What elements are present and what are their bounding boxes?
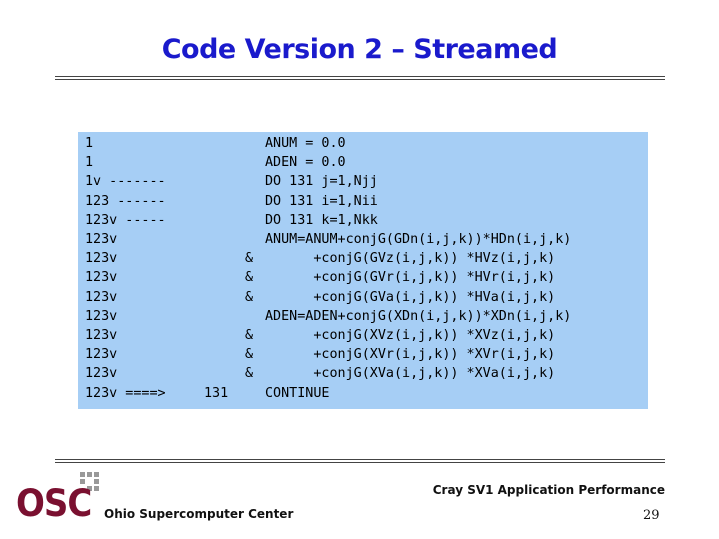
code-line-label: 123v xyxy=(85,251,118,267)
logo-grid-icon xyxy=(80,472,100,492)
slide-title: Code Version 2 – Streamed xyxy=(161,34,558,65)
code-line-label: 123v xyxy=(85,347,118,363)
code-line-continuation: & xyxy=(245,251,254,267)
code-line-statement: +conjG(XVr(i,j,k)) *XVr(i,j,k) xyxy=(265,347,556,363)
code-line-statement: +conjG(GVa(i,j,k)) *HVa(i,j,k) xyxy=(265,289,556,305)
code-line-statement: +conjG(XVz(i,j,k)) *XVz(i,j,k) xyxy=(265,328,556,343)
code-line: 1v ------- DO 131 j=1,Njj xyxy=(78,174,648,193)
code-line-label: 1 xyxy=(85,155,94,171)
code-line: 123v & +conjG(XVz(i,j,k)) *XVz(i,j,k) xyxy=(78,328,648,347)
code-line-statement: DO 131 j=1,Njj xyxy=(265,174,378,190)
code-line-statement: DO 131 i=1,Nii xyxy=(265,193,378,209)
code-line-label: 123v xyxy=(85,270,118,286)
logo-text: OSC xyxy=(16,482,92,526)
code-line-label: 123v ====> xyxy=(85,385,166,401)
code-line: 123v & +conjG(XVr(i,j,k)) *XVr(i,j,k) xyxy=(78,347,648,366)
code-line: 123v & +conjG(GVz(i,j,k)) *HVz(i,j,k) xyxy=(78,251,648,270)
code-line-continuation: & xyxy=(245,289,254,305)
code-line: 123v & +conjG(GVa(i,j,k)) *HVa(i,j,k) xyxy=(78,290,648,309)
code-line: 123v ----- DO 131 k=1,Nkk xyxy=(78,213,648,232)
page-number: 29 xyxy=(643,508,660,523)
code-line-continuation: & xyxy=(245,270,254,286)
code-line-label: 1v ------- xyxy=(85,174,166,190)
code-line: 123v ====> 131 CONTINUE xyxy=(78,386,648,405)
code-line: 123v ADEN=ADEN+conjG(XDn(i,j,k))*XDn(i,j,… xyxy=(78,309,648,328)
code-line-statement: ANUM = 0.0 xyxy=(265,136,346,151)
code-line-label: 123v xyxy=(85,289,118,305)
code-line-statement: +conjG(XVa(i,j,k)) *XVa(i,j,k) xyxy=(265,366,556,382)
code-line-number: 131 xyxy=(204,385,229,401)
footer-title: Cray SV1 Application Performance xyxy=(432,483,665,497)
code-line: 1 ANUM = 0.0 xyxy=(78,136,648,155)
code-line-statement: +conjG(GVz(i,j,k)) *HVz(i,j,k) xyxy=(265,251,556,267)
code-line: 123 ------ DO 131 i=1,Nii xyxy=(78,194,648,213)
code-line-statement: ANUM=ANUM+conjG(GDn(i,j,k))*HDn(i,j,k) xyxy=(265,232,572,247)
bottom-divider xyxy=(55,459,665,463)
code-line-label: 1 xyxy=(85,136,94,151)
code-line-label: 123v xyxy=(85,308,118,324)
code-line: 123v & +conjG(XVa(i,j,k)) *XVa(i,j,k) xyxy=(78,366,648,385)
footer-org: Ohio Supercomputer Center xyxy=(104,507,294,521)
top-divider xyxy=(55,76,665,80)
osc-logo: OSC xyxy=(14,470,104,526)
code-line: 1 ADEN = 0.0 xyxy=(78,155,648,174)
code-line-statement: ADEN = 0.0 xyxy=(265,155,346,171)
code-line-continuation: & xyxy=(245,347,254,363)
code-line-label: 123v xyxy=(85,366,118,382)
code-line-statement: +conjG(GVr(i,j,k)) *HVr(i,j,k) xyxy=(265,270,556,286)
code-line-continuation: & xyxy=(245,366,254,382)
code-line-label: 123v ----- xyxy=(85,212,166,228)
code-line-statement: CONTINUE xyxy=(265,385,330,401)
code-line-statement: DO 131 k=1,Nkk xyxy=(265,212,378,228)
code-line-label: 123 ------ xyxy=(85,193,166,209)
code-line: 123v ANUM=ANUM+conjG(GDn(i,j,k))*HDn(i,j,… xyxy=(78,232,648,251)
code-line-continuation: & xyxy=(245,328,254,343)
code-line: 123v & +conjG(GVr(i,j,k)) *HVr(i,j,k) xyxy=(78,270,648,289)
code-line-statement: ADEN=ADEN+conjG(XDn(i,j,k))*XDn(i,j,k) xyxy=(265,308,572,324)
code-line-label: 123v xyxy=(85,232,118,247)
code-line-label: 123v xyxy=(85,328,118,343)
